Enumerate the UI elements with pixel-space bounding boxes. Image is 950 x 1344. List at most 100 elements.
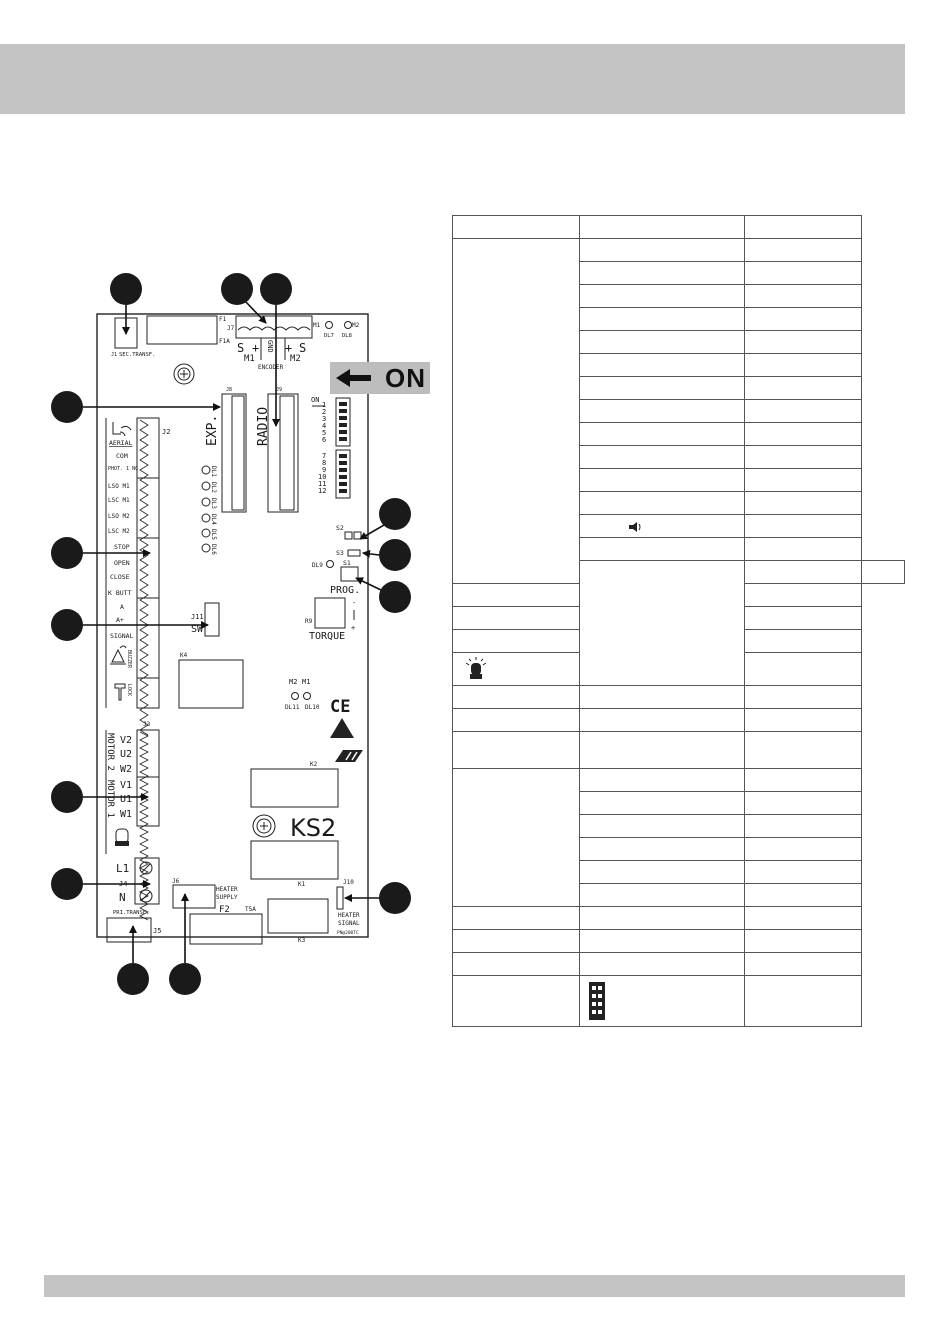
j10-label: J10 [343, 879, 354, 886]
table-row [452, 685, 905, 709]
fuse-f2 [189, 913, 263, 945]
dl4-label: DL4 [210, 514, 217, 525]
encoder-s1: S [237, 341, 244, 355]
sec-transf-label: SEC.TRANSF. [119, 352, 155, 358]
dip-num-9: 9 [322, 466, 326, 474]
f2-label: F2 [219, 905, 230, 915]
callout-s2 [379, 498, 411, 530]
dl3-label: DL3 [210, 498, 217, 509]
dip-switch-icon [589, 982, 605, 1020]
table-row [453, 860, 905, 884]
s3-label: S3 [336, 549, 344, 557]
callouts [51, 273, 411, 995]
footer-band [44, 1275, 905, 1297]
j2-phot: PHOT. 1 NC [108, 466, 138, 472]
encoder-s2: S [299, 341, 306, 355]
j3-w2: W2 [120, 764, 132, 775]
table-row [453, 537, 905, 561]
exp-slot [221, 393, 247, 513]
dip-num-10: 10 [318, 473, 326, 481]
j2-a: A [120, 603, 124, 611]
encoder-terminal [235, 315, 313, 339]
table-row [452, 583, 905, 607]
j2-k-butt: K BUTT [108, 589, 132, 597]
j2-lso-m2: LSO M2 [108, 513, 130, 520]
j2-close: CLOSE [110, 573, 130, 581]
j2-open: OPEN [114, 559, 130, 567]
table-row [453, 353, 905, 377]
buzzer-icon [629, 522, 641, 532]
j2-lso-m1: LSO M1 [108, 483, 130, 490]
s1-label: S1 [343, 559, 351, 567]
board-model-label: KS2 [290, 814, 336, 842]
encoder-gnd: GND [266, 340, 274, 353]
f1a-label: F1A [219, 338, 230, 345]
prog-label: PROG. [330, 585, 360, 596]
dl5-label: DL5 [210, 529, 217, 540]
j5-label: J5 [153, 927, 161, 935]
dip-num-8: 8 [322, 459, 326, 467]
callout-prog [379, 581, 411, 613]
j2-lsc-m2: LSC M2 [108, 528, 130, 535]
table-row [453, 514, 905, 538]
dip-num-4: 4 [322, 422, 326, 430]
j3-label: J3 [143, 721, 151, 728]
j2-lock: LOCK [126, 684, 132, 696]
j3-w1: W1 [120, 809, 132, 820]
dl11-label: DL11 [285, 704, 300, 711]
table-row [452, 975, 905, 1027]
dip-num-2: 2 [322, 408, 326, 416]
encoder-plus2: + [285, 341, 292, 355]
dip-num-12: 12 [318, 487, 326, 495]
flashing-light-icon-board [115, 828, 129, 846]
j2-com: COM [116, 452, 128, 460]
heater-signal-line1: HEATER [338, 912, 360, 919]
callout-j4 [51, 868, 83, 900]
table-row [452, 731, 905, 769]
callout-s3 [379, 539, 411, 571]
left-arrow-icon [336, 369, 350, 387]
s2-label: S2 [336, 524, 344, 532]
j3-u1: U1 [120, 794, 132, 805]
j6-label: J6 [172, 878, 180, 885]
j2-signal: SIGNAL [110, 632, 134, 640]
encoder-label: ENCODER [258, 364, 284, 371]
on-indicator-badge: ON [330, 362, 430, 394]
table-row [453, 468, 905, 492]
legend-table [452, 215, 905, 1027]
radio-label: RADIO [256, 407, 271, 446]
callout-j1 [110, 273, 142, 305]
callout-j5 [117, 963, 149, 995]
dip-num-6: 6 [322, 436, 326, 444]
buzzer-icon [110, 645, 127, 665]
j5-connector [106, 917, 152, 943]
table-row [453, 560, 905, 686]
dip-num-1: 1 [322, 401, 326, 409]
mounting-screw-bottom [252, 814, 276, 838]
j11-label: J11 [191, 613, 204, 621]
j2-terminal-block [136, 417, 160, 709]
table-row [452, 929, 905, 953]
esd-warning-icon [330, 718, 354, 738]
f1-label: F1 [219, 316, 227, 323]
callout-j2 [51, 537, 83, 569]
dip-switch-block-a [335, 397, 351, 447]
encoder-m2: M2 [290, 354, 301, 364]
on-badge-label: ON [385, 362, 426, 393]
j9-label: J9 [276, 387, 282, 393]
table-row [453, 883, 905, 907]
table-row [453, 376, 905, 400]
table-row [453, 307, 905, 331]
table-row [452, 652, 905, 686]
k1-label: K1 [298, 881, 306, 888]
table-row [452, 238, 905, 584]
torque-plus: + [351, 624, 355, 632]
dl6-label: DL6 [210, 544, 217, 555]
ce-mark: CE [330, 697, 350, 717]
table-row [452, 952, 905, 976]
dl7-label: DL7 [324, 333, 334, 339]
j3-u2: U2 [120, 749, 132, 760]
